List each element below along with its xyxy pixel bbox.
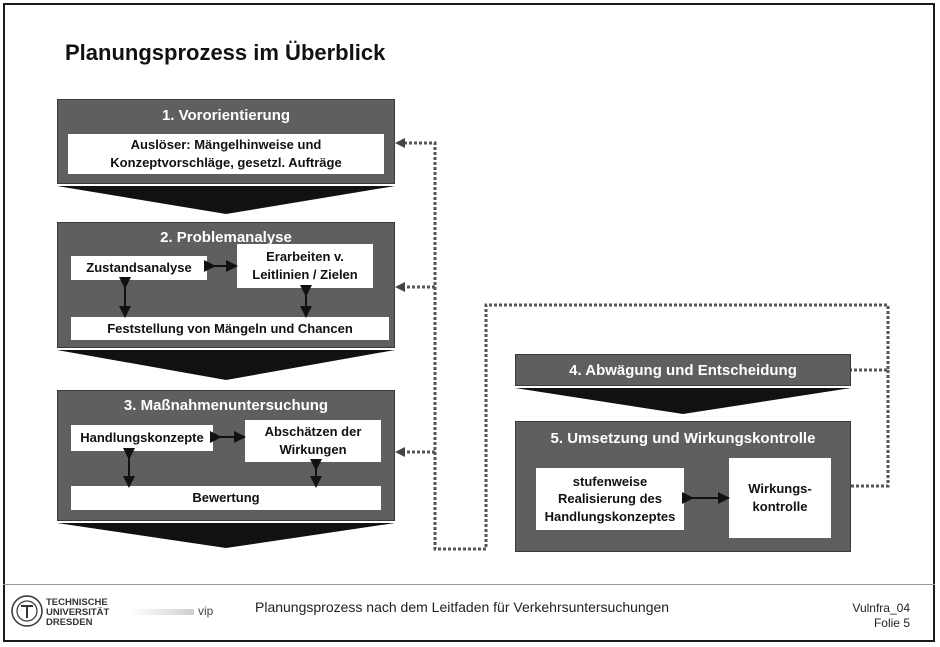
university-line-2: UNIVERSITÄT (46, 607, 110, 618)
slide-title: Planungsprozess im Überblick (65, 40, 386, 65)
step1-trigger: Auslöser: Mängelhinweise und Konzeptvors… (68, 134, 384, 174)
tu-dresden-logo-icon (11, 595, 43, 627)
vip-logo-bar-icon (130, 609, 194, 615)
step1-title: 1. Vororientierung (161, 107, 291, 124)
flow-chevron-1-2 (57, 186, 395, 214)
step3-box: 3. Maßnahmenuntersuchung Handlungskonzep… (57, 390, 395, 521)
vip-logo: vip (130, 597, 234, 625)
footer-caption: Planungsprozess nach dem Leitfaden für V… (255, 599, 670, 615)
step3-evaluation: Bewertung (71, 486, 381, 510)
feedback-dotted-lines (404, 141, 890, 551)
flow-chevron-4-5 (515, 388, 851, 414)
flow-chevron-3-end (57, 523, 395, 548)
footer-divider (3, 584, 935, 585)
step5-impact-control: Wirkungs- kontrolle (729, 458, 831, 538)
feedback-arrow-step3 (395, 447, 405, 457)
step5-realization: stufenweise Realisierung des Handlungsko… (536, 468, 684, 530)
step5-title: 5. Umsetzung und Wirkungskontrolle (550, 430, 816, 447)
university-name: TECHNISCHE UNIVERSITÄT DRESDEN (46, 598, 109, 628)
university-line-3: DRESDEN (46, 617, 93, 628)
vip-logo-text: vip (198, 604, 214, 618)
step2-box: 2. Problemanalyse Zustandsanalyse Erarbe… (57, 222, 395, 348)
university-line-1: TECHNISCHE (46, 597, 108, 608)
step3-title: 3. Maßnahmenuntersuchung (123, 397, 329, 414)
step5-box: 5. Umsetzung und Wirkungskontrolle stufe… (515, 421, 851, 552)
step3-effects: Abschätzen der Wirkungen (245, 420, 381, 462)
feedback-arrow-step2 (395, 282, 405, 292)
step2-findings: Feststellung von Mängeln und Chancen (71, 317, 389, 340)
feedback-arrow-step1 (395, 138, 405, 148)
step2-guidelines: Erarbeiten v. Leitlinien / Zielen (237, 244, 373, 288)
footer-course-code: Vulnfra_04 (852, 601, 910, 615)
step2-title: 2. Problemanalyse (160, 229, 292, 246)
step4-box: 4. Abwägung und Entscheidung (515, 354, 851, 386)
step1-box: 1. Vororientierung Auslöser: Mängelhinwe… (57, 99, 395, 184)
flow-chevron-2-3 (57, 350, 395, 380)
step4-title: 4. Abwägung und Entscheidung (569, 362, 797, 379)
step2-state-analysis: Zustandsanalyse (71, 256, 207, 280)
footer-course: Vulnfra_04 Folie 5 (852, 601, 910, 631)
step3-action-concepts: Handlungskonzepte (71, 425, 213, 451)
footer-slide-number: Folie 5 (873, 616, 910, 630)
